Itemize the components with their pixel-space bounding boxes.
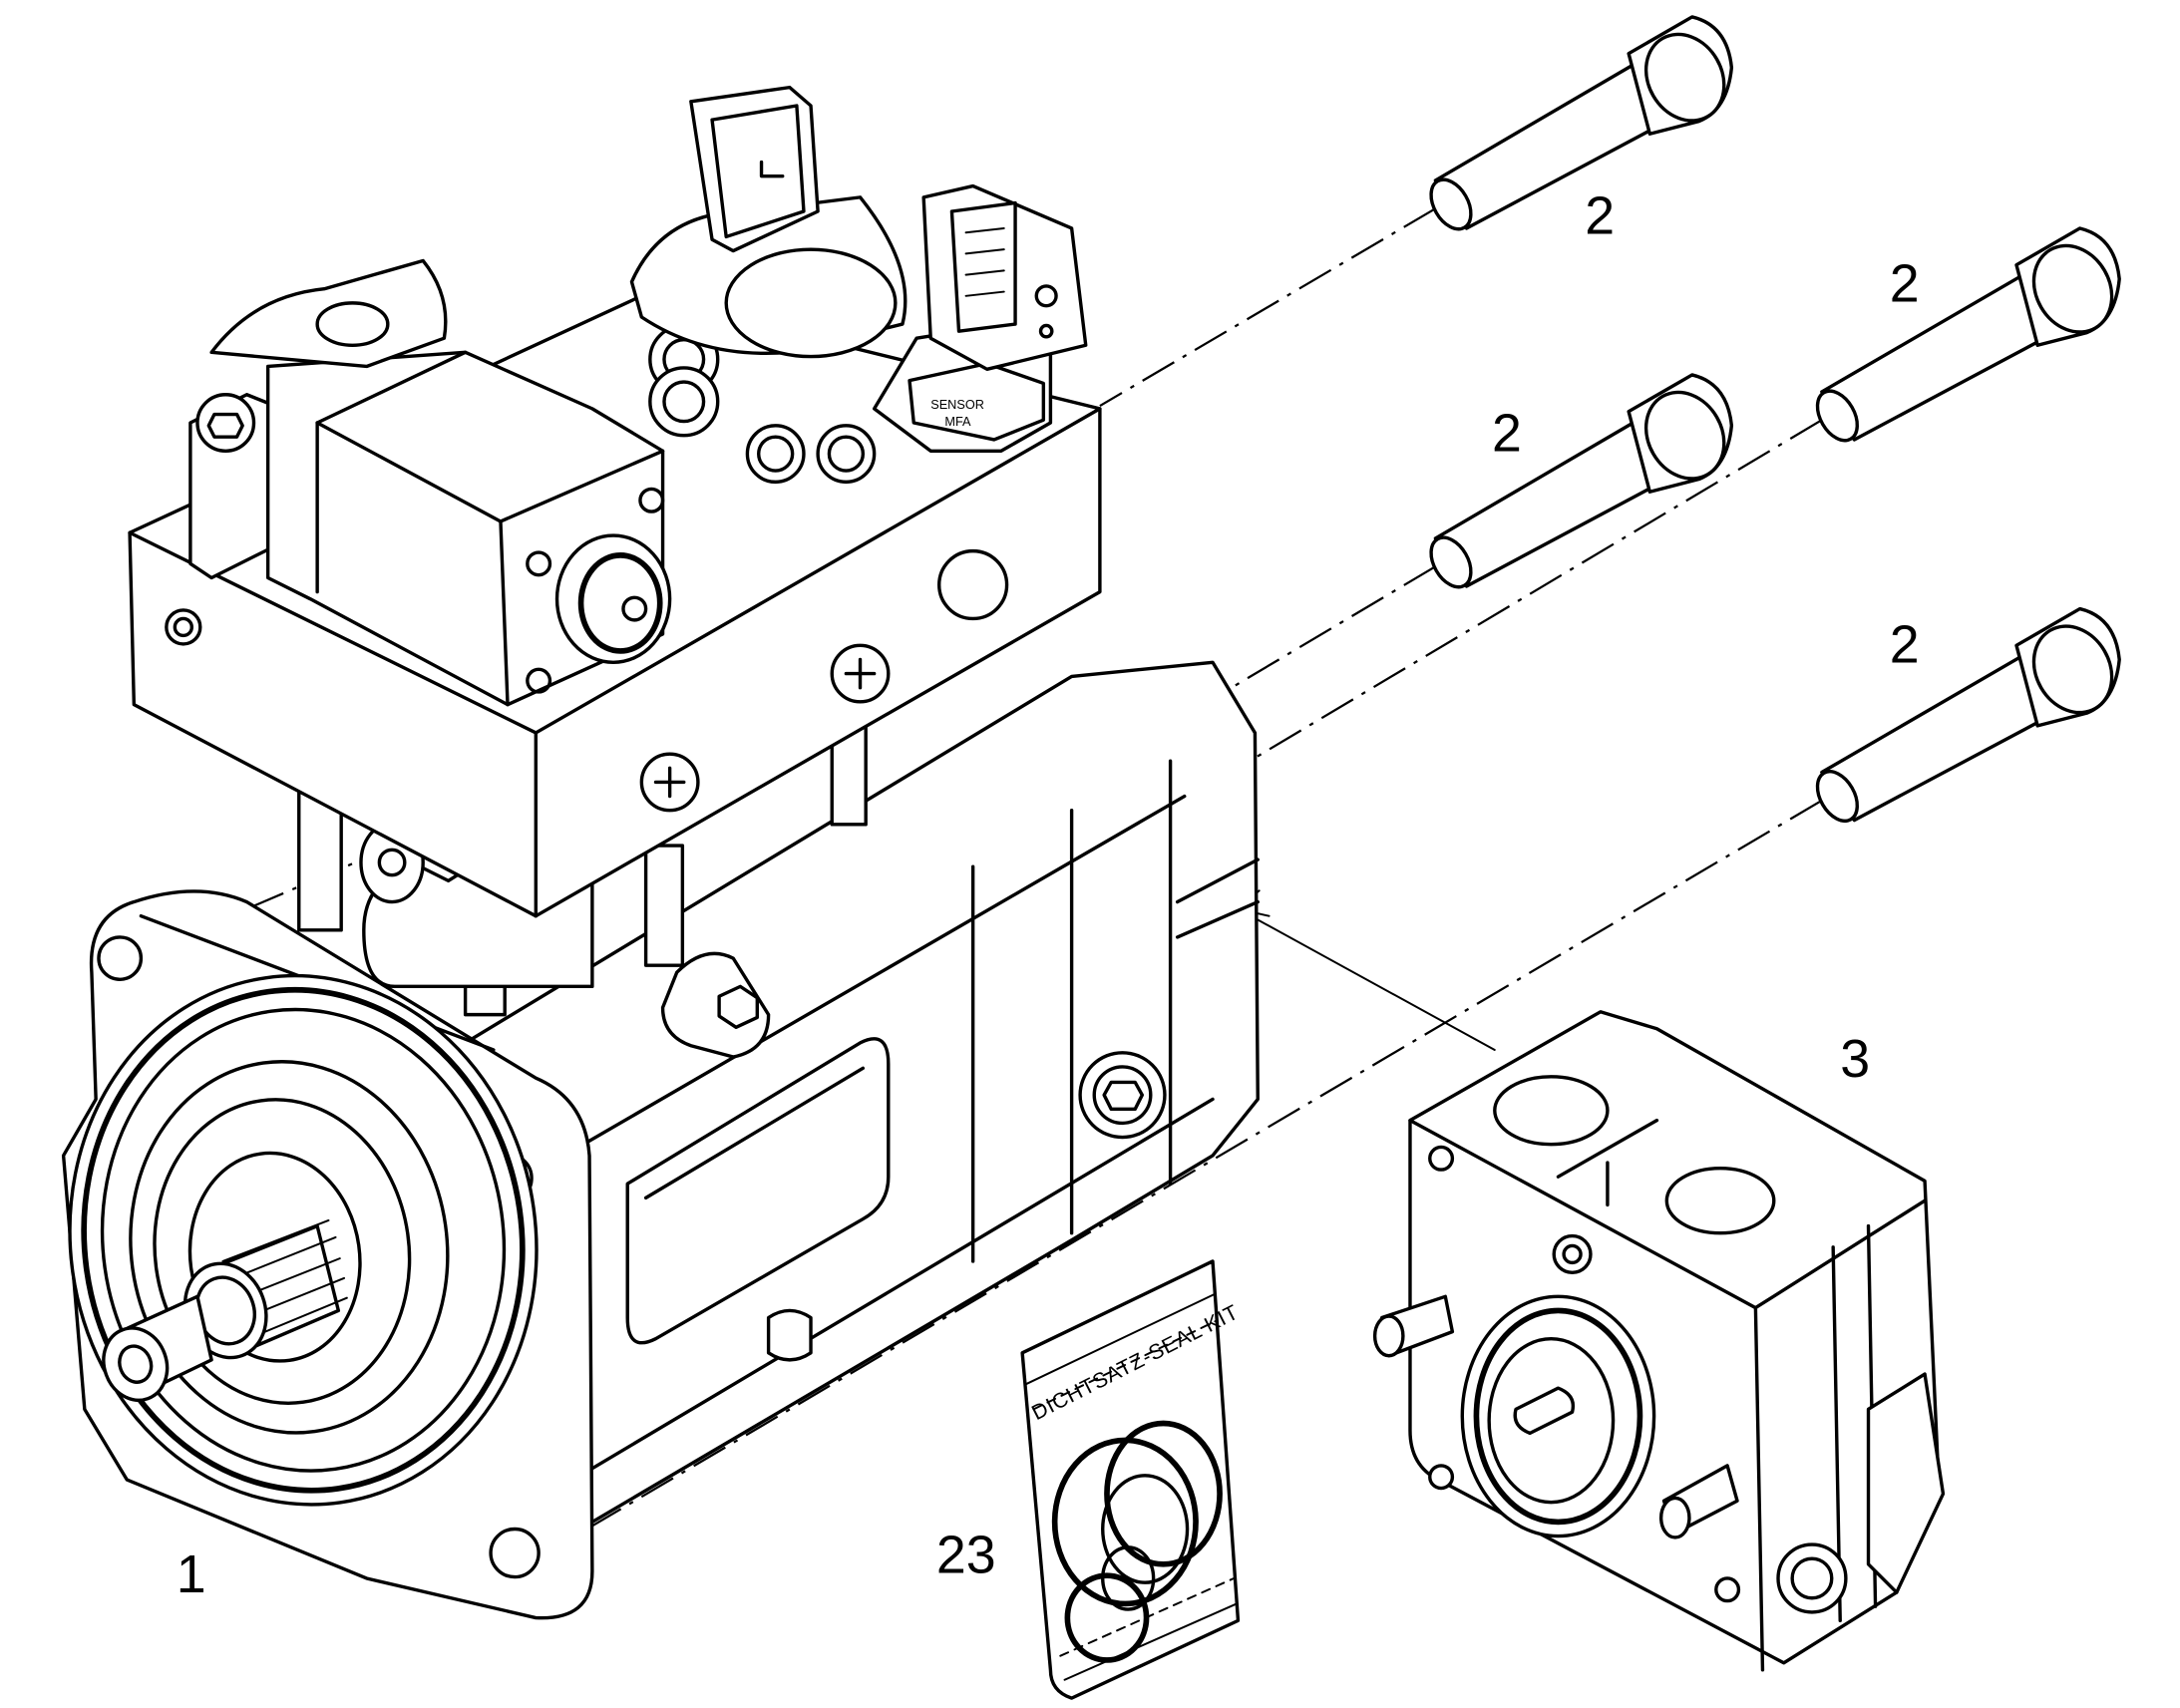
- callout-bolt-b: 2: [1890, 253, 1920, 313]
- callout-bolt-d: 2: [1890, 614, 1920, 674]
- callout-gear-pump: 3: [1840, 1029, 1870, 1089]
- cap-screw-c: [1429, 373, 1734, 589]
- sensor-marking-top: SENSOR: [930, 397, 984, 412]
- seal-kit-bag: DICHTSATZ-SEAL KIT: [1020, 1259, 1243, 1700]
- sensor-marking-bottom: MFA: [944, 414, 971, 429]
- main-pump-assembly: SENSOR MFA: [61, 85, 1260, 1620]
- cap-screw-a: [1429, 15, 1734, 231]
- callout-pump: 1: [177, 1544, 206, 1604]
- callout-bolt-c: 2: [1492, 403, 1522, 463]
- cap-screw-d: [1815, 606, 2121, 824]
- gear-pump-part: [1372, 1010, 1946, 1672]
- callout-seal-kit: 23: [936, 1525, 996, 1584]
- callout-numbers: 2 2 2 2 3 23 1: [177, 186, 1920, 1604]
- cap-screw-b: [1815, 226, 2121, 443]
- callout-bolt-a: 2: [1585, 186, 1615, 246]
